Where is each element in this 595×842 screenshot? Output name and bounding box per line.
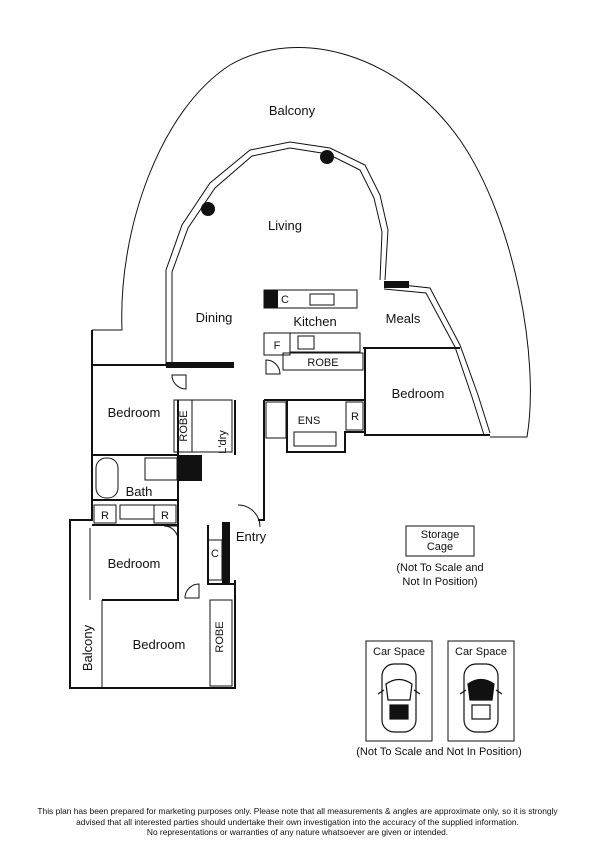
robe-bath-left-label: R: [101, 510, 109, 522]
glazing-wall-right: [383, 282, 491, 434]
ensuite-walls: [264, 399, 365, 453]
robe-left-label: ROBE: [178, 410, 190, 441]
storage-label-line1: Storage: [421, 529, 460, 541]
disclaimer: This plan has been prepared for marketin…: [0, 806, 595, 838]
car-space-label: Car Space: [455, 646, 507, 658]
laundry-box: [191, 399, 233, 453]
storage-label-line2: Cage: [427, 541, 453, 553]
door-swing: [163, 525, 179, 541]
bath-robe-right-box: [153, 504, 177, 524]
robe-kitchen-label: ROBE: [307, 357, 338, 369]
door-swing: [171, 374, 187, 390]
column: [201, 202, 215, 216]
room-label-balcony-side: Balcony: [80, 624, 95, 671]
wall-segment: [166, 362, 234, 368]
room-label-dining: Dining: [196, 310, 233, 325]
disclaimer-line: No representations or warranties of any …: [146, 827, 449, 838]
door-swing: [237, 504, 261, 528]
bath-vanity: [119, 504, 155, 520]
sink: [309, 293, 335, 306]
car-space-box: [365, 640, 433, 742]
room-label-kitchen: Kitchen: [293, 314, 336, 329]
ensuite-vanity: [293, 431, 337, 447]
disclaimer-line: This plan has been prepared for marketin…: [37, 806, 558, 816]
storage-note-line2: Not In Position): [402, 576, 477, 588]
wall-segment: [222, 522, 230, 584]
column: [320, 150, 334, 164]
cupboard-kitchen-label: C: [281, 294, 289, 306]
left-block-walls: [69, 330, 236, 689]
room-label-bedroom-lower-left: Bedroom: [108, 556, 161, 571]
glazing-wall: [165, 141, 389, 365]
door-swing: [265, 359, 281, 375]
wall-segment: [264, 290, 278, 308]
car-space-label: Car Space: [373, 646, 425, 658]
robe-bottom-label: ROBE: [214, 621, 226, 652]
room-label-living: Living: [268, 218, 302, 233]
disclaimer-line: advised that all interested parties shou…: [76, 816, 519, 827]
ensuite-label: ENS: [298, 415, 321, 427]
car-icon: [377, 663, 421, 733]
wall-segment: [178, 455, 202, 481]
car-space-note: (Not To Scale and Not In Position): [356, 746, 522, 758]
storage-cage-box: [405, 525, 475, 557]
room-label-bath: Bath: [126, 484, 153, 499]
fridge-box: [263, 332, 291, 356]
door-swing: [184, 583, 200, 599]
entry-cupboard-box: [207, 539, 223, 581]
wall-segment: [384, 281, 409, 288]
kitchen-bench: [263, 289, 358, 309]
ensuite-shower: [265, 401, 287, 439]
car-icon: [459, 663, 503, 733]
room-label-bedroom-left: Bedroom: [108, 405, 161, 420]
ensuite-robe-box: [345, 401, 364, 431]
room-label-bedroom-bottom: Bedroom: [133, 637, 186, 652]
glazing-wall-inner: [171, 147, 383, 365]
room-label-meals: Meals: [386, 311, 421, 326]
bath-tub: [95, 457, 119, 499]
kitchen-robe-box: [282, 352, 364, 371]
room-label-entry: Entry: [236, 529, 267, 544]
balcony-outline: [92, 47, 531, 438]
robe-ens-label: R: [351, 411, 359, 423]
room-label-balcony: Balcony: [269, 103, 316, 118]
fridge-label: F: [274, 340, 281, 352]
room-label-bedroom-main: Bedroom: [392, 386, 445, 401]
robe-bath-right-label: R: [161, 510, 169, 522]
car-space-box: [447, 640, 515, 742]
cupboard-entry-label: C: [211, 548, 219, 560]
bottom-robe-box: [209, 599, 233, 687]
bath-robe-left-box: [93, 504, 117, 524]
cooktop: [297, 335, 315, 350]
storage-note-line1: (Not To Scale and: [396, 562, 483, 574]
laundry-label: L'dry: [217, 430, 229, 454]
bath-shower: [144, 457, 178, 481]
bedroom-walls: [258, 347, 490, 521]
